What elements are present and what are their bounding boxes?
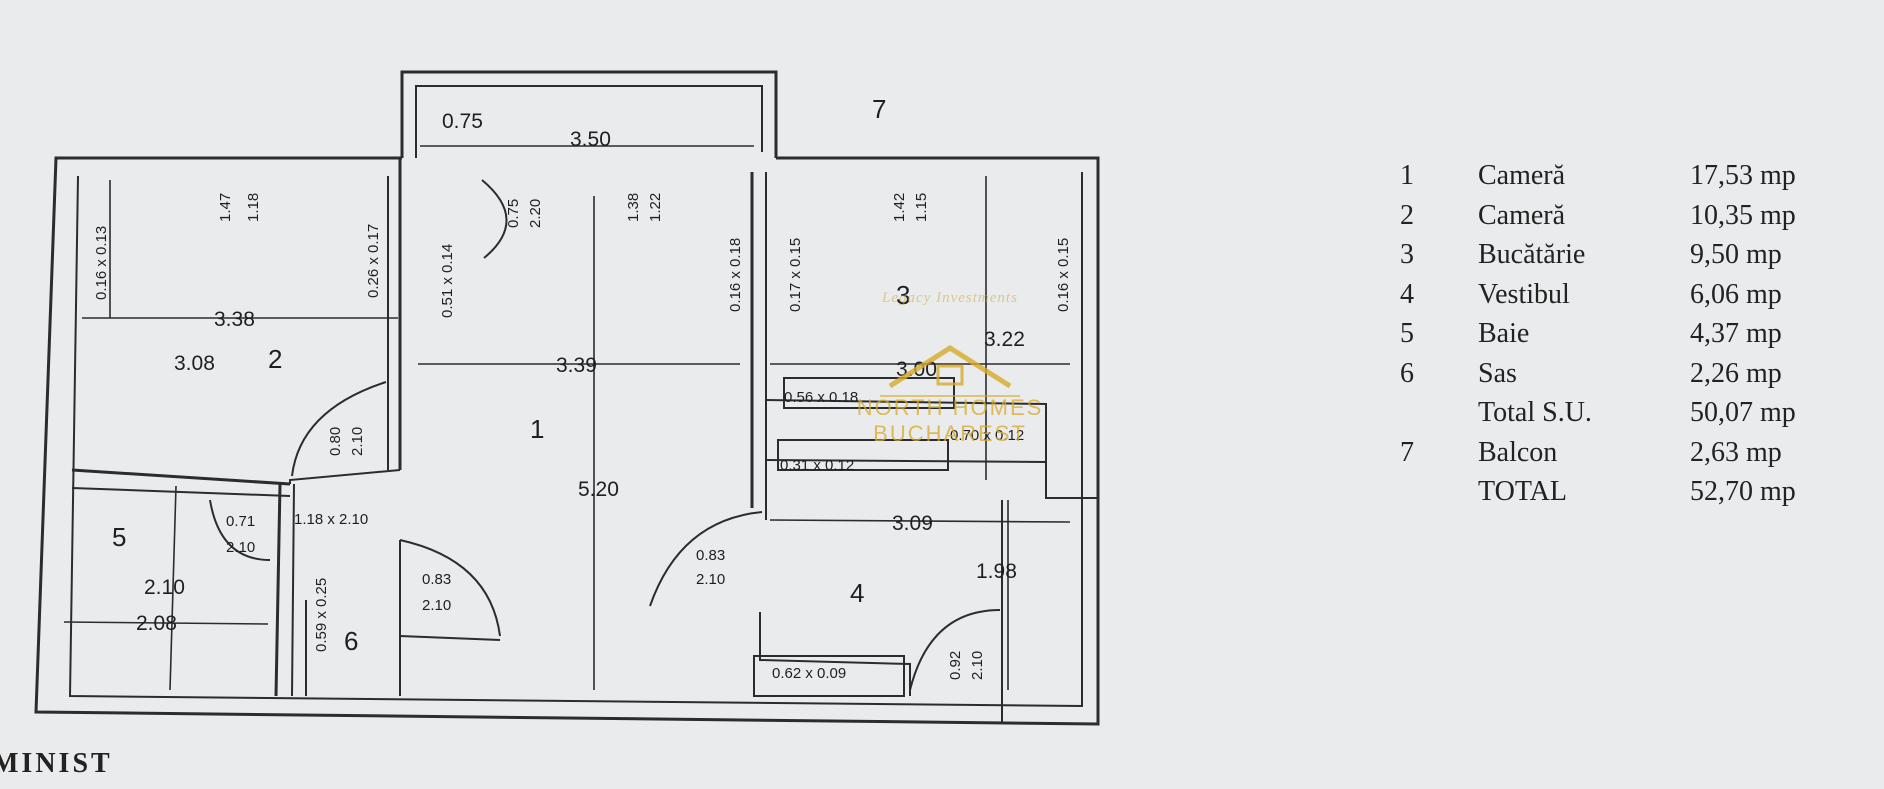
legend-name: Bucătărie	[1478, 239, 1586, 270]
room-6-label: 6	[344, 626, 358, 656]
door-entry-height: 2.10	[969, 651, 986, 680]
legend-area: 2,26 mp	[1690, 357, 1782, 389]
legend-num: 1	[1400, 160, 1414, 191]
column-059: 0.59 x 0.25	[313, 578, 330, 652]
room-2-dimension: 3.08	[174, 352, 215, 375]
door-entry-width: 0.92	[947, 651, 964, 680]
door-r2-height: 2.10	[349, 427, 366, 456]
door-swings	[209, 179, 1001, 691]
room-4-height: 1.98	[976, 560, 1017, 583]
legend-name: Baie	[1478, 318, 1530, 349]
room-5-width: 2.08	[136, 612, 177, 635]
room-1-height: 5.20	[578, 478, 619, 501]
legend-area: 17,53 mp	[1690, 160, 1796, 191]
legend-area: 10,35 mp	[1690, 199, 1796, 231]
hall-dimension: 1.18 x 2.10	[294, 511, 368, 528]
watermark: Legacy Investments NORTH HOMES BUCHAREST	[820, 290, 1080, 490]
room-1-width: 3.39	[556, 354, 597, 377]
legend-num: 6	[1400, 357, 1414, 389]
door-r4-width: 0.83	[696, 547, 725, 564]
legend-name: TOTAL	[1478, 476, 1568, 507]
legend-num: 7	[1400, 436, 1414, 468]
window-r1-b: 1.22	[647, 193, 664, 222]
window-r3-b: 1.15	[913, 193, 930, 222]
window-r2-top-b: 1.18	[245, 193, 262, 222]
room-3-label: 3	[896, 280, 910, 310]
door-r5-width: 0.71	[226, 513, 255, 530]
room-3-width: 3.22	[984, 328, 1025, 351]
window-r1-a: 1.38	[625, 193, 642, 222]
legend-area: 4,37 mp	[1690, 318, 1782, 349]
door-r5-height: 2.10	[226, 539, 255, 556]
house-logo-icon	[880, 345, 1020, 397]
legend-num: 3	[1400, 239, 1414, 270]
column-051: 0.51 x 0.14	[439, 244, 456, 318]
balcony-width-small: 0.75	[442, 110, 483, 133]
watermark-line-2: BUCHAREST	[873, 421, 1027, 446]
room-2-label: 2	[268, 344, 282, 374]
legend-area: 50,07 mp	[1690, 397, 1796, 428]
legend-name: Balcon	[1478, 436, 1558, 468]
niche-031: 0.31 x 0.12	[780, 457, 854, 474]
legend-area: 6,06 mp	[1690, 278, 1782, 310]
legend-area: 52,70 mp	[1690, 476, 1796, 507]
column-017: 0.17 x 0.15	[787, 238, 804, 312]
window-r2-left: 0.16 x 0.13	[93, 226, 110, 300]
dimension-lines	[63, 145, 1071, 691]
legend-area: 9,50 mp	[1690, 239, 1782, 270]
room-7-label: 7	[872, 94, 886, 124]
legend-name: Sas	[1478, 357, 1517, 389]
room-2-width: 3.38	[214, 308, 255, 331]
stamp-text: MINIST	[0, 748, 113, 779]
legend-name: Cameră	[1478, 160, 1566, 191]
room-4-label: 4	[850, 578, 864, 608]
door-r1-height: 2.10	[422, 597, 451, 614]
legend-num: 5	[1400, 318, 1414, 349]
window-r3-a: 1.42	[891, 193, 908, 222]
column-r3-right: 0.16 x 0.15	[1055, 238, 1072, 312]
niche-056: 0.56 x 0.18	[784, 389, 858, 406]
watermark-script: Legacy Investments	[882, 290, 1018, 306]
room-4-width: 3.09	[892, 512, 933, 535]
watermark-line-1: NORTH HOMES	[856, 395, 1044, 420]
window-r2-top-a: 1.47	[217, 193, 234, 222]
legend-area: 2,63 mp	[1690, 436, 1782, 468]
niche-070: 0.70 x 0.12	[950, 427, 1024, 444]
room-5-height: 2.10	[144, 576, 185, 599]
door-r2-width: 0.80	[327, 427, 344, 456]
legend-num: 4	[1400, 278, 1414, 310]
legend-num: 2	[1400, 199, 1414, 231]
door-r4-height: 2.10	[696, 571, 725, 588]
door-balcony-width: 0.75	[505, 199, 522, 228]
legend-name: Cameră	[1478, 199, 1566, 231]
door-r1-width: 0.83	[422, 571, 451, 588]
column-016: 0.16 x 0.18	[727, 238, 744, 312]
niche-062: 0.62 x 0.09	[772, 665, 846, 682]
door-balcony-height: 2.20	[527, 199, 544, 228]
room-5-label: 5	[112, 522, 126, 552]
window-r2-right: 0.26 x 0.17	[365, 224, 382, 298]
balcony-width: 3.50	[570, 128, 611, 151]
room-1-label: 1	[530, 414, 544, 444]
legend-name: Vestibul	[1478, 278, 1570, 310]
legend-name: Total S.U.	[1478, 397, 1592, 428]
